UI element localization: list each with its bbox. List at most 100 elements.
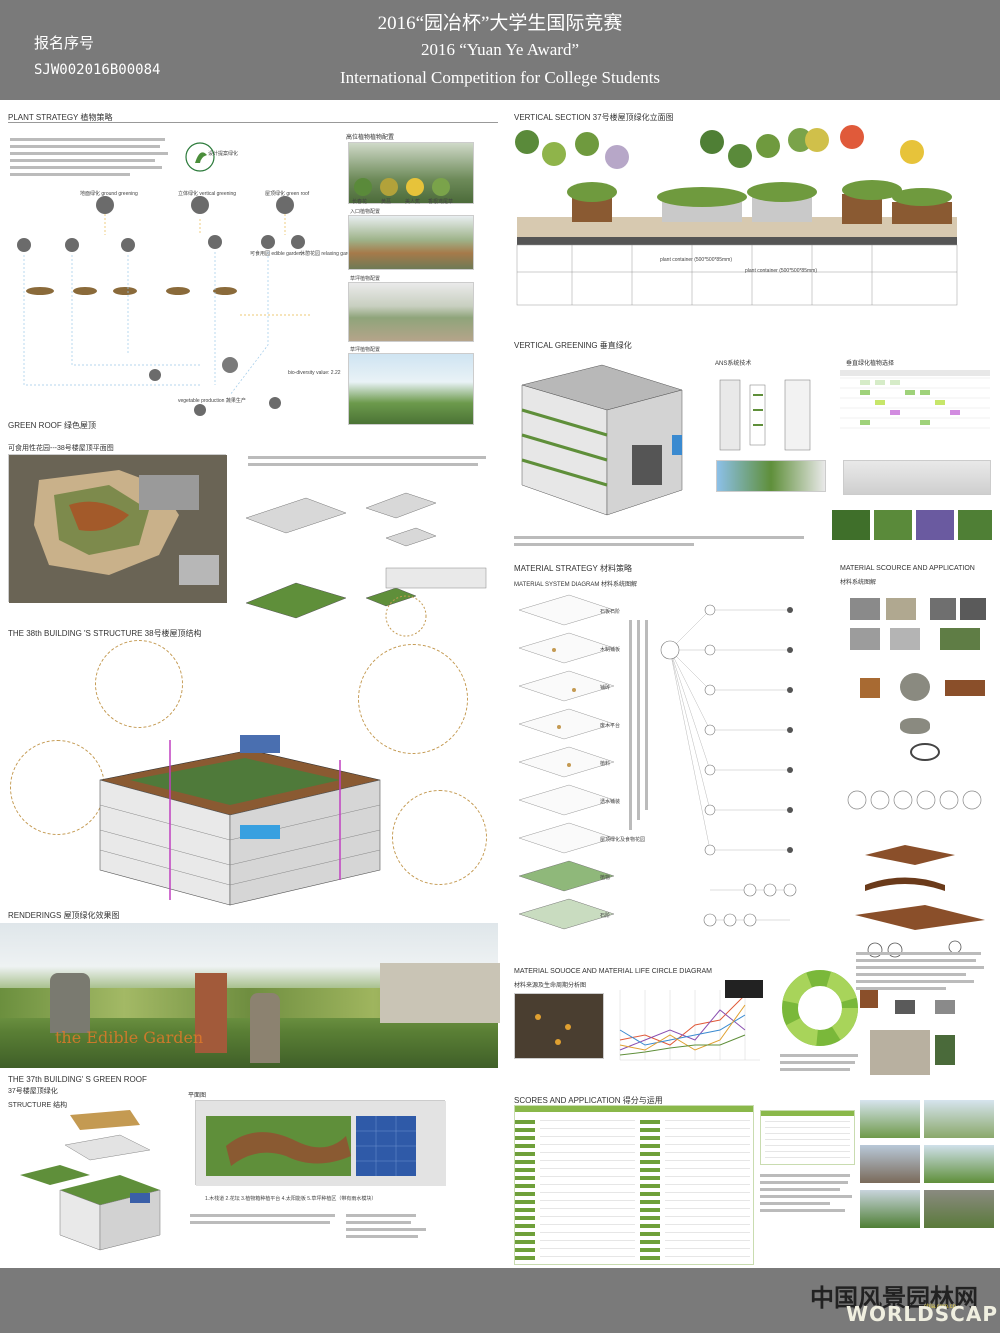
layer-label-5: 植料: [600, 761, 611, 767]
registration-label: 报名序号: [34, 34, 95, 52]
detail-circle-a: [95, 640, 183, 728]
material-icon-row: [847, 790, 982, 810]
ans-title: ANS系统技术: [715, 361, 752, 367]
watermark-url: chla.com.cn: [923, 1304, 956, 1310]
structure-38-title: THE 38th BUILDING 'S STRUCTURE 38号楼屋顶结构: [8, 629, 202, 638]
building-elevation-image: [843, 460, 991, 495]
watermark-en: WORLDSCAP: [845, 1302, 998, 1326]
material-source-text: [856, 948, 986, 994]
material-life-subtitle: 材料来源及生命周期分析图: [514, 983, 587, 989]
layer-label-2: 木制铺板: [600, 647, 621, 653]
plant-strategy-diagram: [17, 142, 310, 416]
plan-text: [190, 1210, 340, 1228]
building-37-plan: [195, 1100, 446, 1186]
material-source-subtitle: 材料系统图解: [840, 580, 877, 586]
material-system-network: [660, 604, 797, 927]
plant-label-4: 香根鸢尾草: [428, 199, 454, 205]
material-source-map: [514, 993, 604, 1059]
plant-photo-3: [348, 282, 474, 342]
plant-label-2: 黄菖: [381, 199, 392, 205]
plant-swatches: [352, 178, 470, 196]
plan-label: 平面图: [188, 1093, 207, 1099]
plant-select-title: 垂直绿化植物选择: [846, 361, 895, 367]
material-strategy-title: MATERIAL STRATEGY 材料策略: [514, 564, 632, 573]
bio-diversity-value: bio-diversity value: 2.22: [288, 370, 341, 376]
plant-photo-label-2: 草坪植物配置: [350, 276, 381, 282]
strategy-node-center: 设计提案绿化: [208, 151, 239, 157]
strategy-node-vegetable: vegetable production 蔬果生产: [178, 398, 246, 404]
layer-label-6: 透水铺装: [600, 799, 621, 805]
green-roof-plan: [8, 454, 227, 603]
plant-photo-label-1: 入口植物配置: [350, 209, 381, 215]
scores-table-2: [760, 1110, 855, 1165]
material-life-text: [780, 1050, 860, 1075]
plant-photo-2: [348, 215, 474, 270]
plant-photo-4: [348, 353, 474, 425]
title-en-line2: International Competition for College St…: [339, 68, 661, 87]
vertical-greening-axonometric: [521, 364, 683, 516]
strategy-node-edible: 可食用园 edible garden: [250, 251, 302, 257]
rendering-image: the Edible Garden: [0, 923, 500, 1068]
material-application-images: [860, 990, 995, 1080]
plant-photos-title: 高位植物植物配置: [346, 135, 395, 141]
vertical-section-drawing: [515, 125, 958, 306]
material-layers-stack: [518, 594, 615, 930]
plant-selection-table: [840, 370, 990, 450]
title-cn: 2016“园冶杯”大学生国际竞赛: [377, 13, 623, 34]
scores-table-1: [514, 1105, 754, 1265]
watermark-cn: 中国风景园林网: [810, 1283, 978, 1312]
poster-board: PLANT STRATEGY 植物策略: [0, 100, 1000, 1268]
green-roof-subtitle: 可食用性花园---38号楼屋顶平面图: [8, 445, 114, 452]
structure-label: STRUCTURE 结构: [8, 1102, 68, 1109]
plant-strategy-text: [10, 134, 170, 180]
roof-module-details: [245, 492, 487, 619]
layer-label-7: 屋顶绿化及食物花园: [600, 837, 646, 843]
strategy-node-relax: 休憩花园 relaxing garden: [300, 251, 356, 257]
plant-strategy-title: PLANT STRATEGY 植物策略: [8, 113, 113, 122]
vertical-section-title: VERTICAL SECTION 37号楼屋顶绿化立面图: [514, 113, 674, 122]
plant-container-label-2: plant container (500*500*85mm): [745, 268, 817, 274]
material-system-title: MATERIAL SYSTEM DIAGRAM 材料系统图解: [514, 582, 638, 588]
scores-title: SCORES AND APPLICATION 得分与运用: [514, 1096, 663, 1105]
plan-legend: 1.木栈道 2.花坛 3.植物箱种植平台 4.太阳能板 5.草坪种植区（带有雨水…: [205, 1196, 377, 1202]
strategy-node-vertical: 立体绿化 vertical greening: [178, 191, 237, 197]
ans-section-image: [716, 460, 826, 492]
poster-footer: 中国风景园林网 chla.com.cn WORLDSCAP: [0, 1268, 1000, 1333]
vertical-greening-text: [514, 532, 814, 550]
material-life-title: MATERIAL SOUOCE AND MATERIAL LIFE CIRCLE…: [514, 968, 712, 975]
detail-circle-c: [358, 644, 468, 754]
furniture-sketches: [855, 845, 985, 958]
plant-container-label-1: plant container (500*500*85mm): [660, 257, 732, 263]
material-vertical-text: [625, 620, 653, 840]
layer-label-1: 石板石阶: [600, 609, 621, 615]
material-source-images: [850, 588, 990, 778]
scores-text: [760, 1170, 855, 1216]
plant-photo-label-3: 草坪植物配置: [350, 347, 381, 353]
layer-label-3: 铺砖: [600, 685, 611, 691]
plan-stats: [346, 1210, 446, 1242]
ans-system-diagram: [719, 379, 811, 451]
plant-photo-strip: [832, 510, 992, 540]
building-38-axonometric: [99, 735, 381, 906]
layer-label-8: 植物: [600, 875, 611, 881]
material-life-graph: [619, 980, 763, 1061]
application-photos: [860, 1100, 995, 1265]
plant-label-1: 长春花: [352, 199, 368, 205]
material-source-title: MATERIAL SCOURCE AND APPLICATION: [840, 565, 975, 572]
divider: [8, 122, 498, 123]
strategy-node-roof: 屋顶绿化 green roof: [265, 191, 310, 197]
layer-label-4: 废木平台: [600, 723, 621, 729]
layer-label-9: 石阶: [600, 913, 611, 919]
detail-circle-d: [392, 790, 487, 885]
building-37-structure-diagram: [20, 1110, 161, 1251]
poster-header: 报名序号 SJW002016B00084 2016“园冶杯”大学生国际竞赛 20…: [0, 0, 1000, 100]
vertical-greening-title: VERTICAL GREENING 垂直绿化: [514, 341, 632, 350]
building-37-title: THE 37th BUILDING' S GREEN ROOF: [8, 1075, 147, 1084]
green-roof-title: GREEN ROOF 绿色屋顶: [8, 421, 97, 430]
title-en-line1: 2016 “Yuan Ye Award”: [420, 40, 580, 59]
detail-circle-1: [385, 595, 427, 637]
material-life-cycle-ring: [782, 970, 858, 1046]
renderings-title: RENDERINGS 屋顶绿化效果图: [8, 911, 120, 920]
registration-id: SJW002016B00084: [34, 62, 161, 78]
